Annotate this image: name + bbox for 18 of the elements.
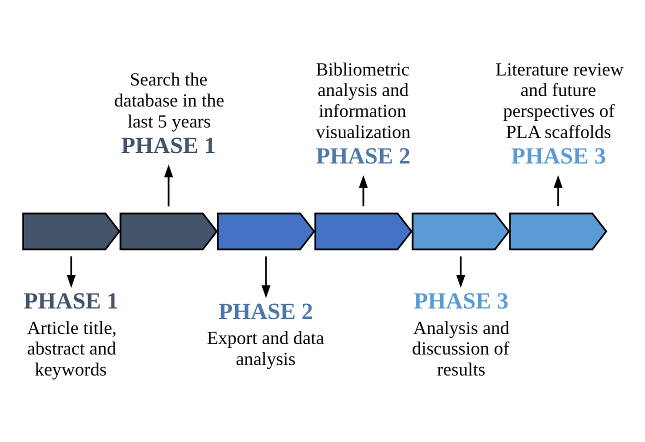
node-text: PHASE 1 Article title, abstract and keywords xyxy=(24,288,118,381)
node-text: PHASE 2 Export and data analysis xyxy=(206,298,324,370)
node-chevron xyxy=(217,212,316,250)
arrow xyxy=(164,164,174,206)
node-text: Bibliometric analysis and information visualization PHASE 2 xyxy=(316,59,411,170)
node-chevron xyxy=(509,212,608,250)
node-chevron xyxy=(314,212,413,250)
node-chevron xyxy=(22,212,120,250)
node-text: Search the database in the last 5 years PHASE 1 xyxy=(114,70,224,160)
node-text: PHASE 3 Analysis and discussion of results xyxy=(412,288,510,381)
arrow xyxy=(456,256,466,288)
arrow xyxy=(66,256,76,288)
arrow xyxy=(554,175,563,206)
arrow xyxy=(262,256,270,298)
node-chevron xyxy=(412,212,510,250)
arrow xyxy=(358,175,368,206)
node-text: Literature review and future perspectives of PLA scaffolds PHASE 3 xyxy=(496,59,624,170)
node-chevron xyxy=(120,212,218,250)
